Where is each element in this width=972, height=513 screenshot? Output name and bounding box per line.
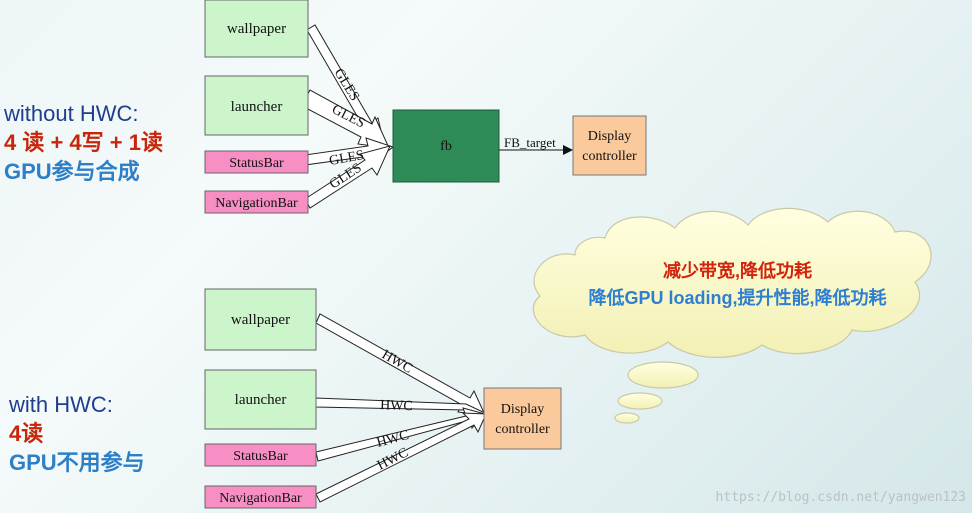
top-display-box bbox=[572, 115, 647, 176]
top-navbar-label: NavigationBar bbox=[215, 196, 298, 211]
top-layer-boxes: wallpaper launcher StatusBar NavigationB… bbox=[204, 0, 309, 214]
hwc-arrow-navbar bbox=[315, 412, 487, 503]
cloud-bubble-small bbox=[614, 412, 640, 424]
top-arrows bbox=[303, 24, 395, 209]
gpu-participates-note: GPU参与合成 bbox=[4, 159, 140, 184]
bottom-edge-labels: HWC HWC HWC HWC bbox=[375, 347, 415, 473]
bottom-statusbar-label: StatusBar bbox=[233, 449, 288, 464]
top-display-line2: controller bbox=[582, 149, 637, 164]
top-display-line1: Display bbox=[588, 129, 632, 144]
gles-label: GLES bbox=[331, 66, 362, 104]
without-hwc-heading: without HWC: bbox=[4, 101, 139, 126]
watermark: https://blog.csdn.net/yangwen123 bbox=[715, 490, 966, 505]
bottom-layer-boxes: wallpaper launcher StatusBar NavigationB… bbox=[204, 288, 317, 509]
bottom-launcher-label: launcher bbox=[235, 392, 287, 408]
top-launcher-label: launcher bbox=[231, 99, 283, 115]
gles-label: GLES bbox=[328, 148, 365, 169]
reads-count: 4读 bbox=[9, 421, 44, 446]
top-statusbar-box bbox=[204, 150, 309, 174]
reads-writes-count: 4 读 + 4写 + 1读 bbox=[4, 130, 163, 155]
cloud-bubble-large bbox=[627, 361, 699, 389]
bottom-wallpaper-box bbox=[204, 288, 317, 351]
cloud-line-2: 降低GPU loading,提升性能,降低功耗 bbox=[588, 288, 887, 308]
top-navbar-box bbox=[204, 190, 309, 214]
bottom-statusbar-box bbox=[204, 443, 317, 467]
gles-arrow-navbar bbox=[304, 145, 391, 209]
with-hwc-label: with HWC: 4读 GPU不用参与 bbox=[9, 390, 145, 477]
fb-box bbox=[392, 109, 500, 183]
top-wallpaper-label: wallpaper bbox=[227, 21, 286, 37]
without-hwc-label: without HWC: 4 读 + 4写 + 1读 GPU参与合成 bbox=[4, 99, 163, 186]
fb-target-label: FB_target bbox=[504, 135, 556, 150]
bottom-navbar-label: NavigationBar bbox=[219, 491, 302, 506]
top-launcher-box bbox=[204, 75, 309, 136]
bottom-display-box bbox=[483, 387, 562, 450]
bottom-wallpaper-label: wallpaper bbox=[231, 312, 290, 328]
fb-label: fb bbox=[440, 139, 452, 154]
hwc-label: HWC bbox=[375, 428, 410, 451]
hwc-label: HWC bbox=[380, 398, 413, 414]
bottom-navbar-box bbox=[204, 485, 317, 509]
fb-target-arrowhead bbox=[563, 145, 573, 155]
top-wallpaper-box bbox=[204, 0, 309, 58]
top-statusbar-label: StatusBar bbox=[229, 156, 284, 171]
bottom-display-line2: controller bbox=[495, 422, 550, 437]
gpu-not-needed-note: GPU不用参与 bbox=[9, 450, 145, 475]
cloud-shape bbox=[532, 207, 932, 358]
thought-cloud bbox=[532, 207, 932, 424]
cloud-text: 减少带宽,降低功耗 降低GPU loading,提升性能,降低功耗 bbox=[540, 258, 935, 312]
bottom-arrows bbox=[315, 313, 487, 503]
hwc-label: HWC bbox=[379, 347, 415, 376]
with-hwc-heading: with HWC: bbox=[9, 392, 113, 417]
cloud-line-1: 减少带宽,降低功耗 bbox=[662, 261, 812, 281]
bottom-display-line1: Display bbox=[501, 402, 545, 417]
cloud-bubble-medium bbox=[617, 392, 663, 410]
bottom-launcher-box bbox=[204, 369, 317, 430]
